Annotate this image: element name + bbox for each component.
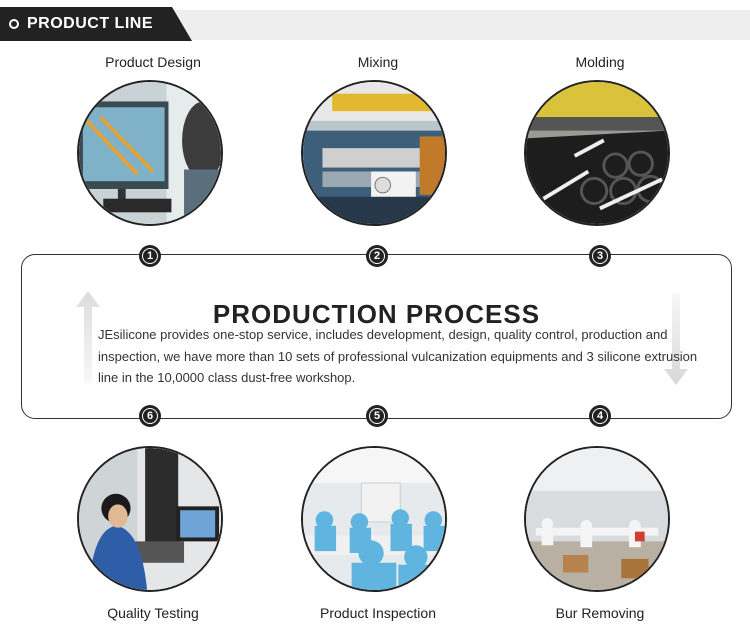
step-badge-1: 1 bbox=[139, 245, 161, 267]
section-header: PRODUCT LINE bbox=[0, 7, 192, 41]
photo-bur-removing bbox=[524, 446, 670, 592]
photo-product-inspection bbox=[301, 446, 447, 592]
step-label-mixing: Mixing bbox=[357, 54, 399, 70]
step-badge-3: 3 bbox=[589, 245, 611, 267]
step-badge-6: 6 bbox=[139, 405, 161, 427]
step-badge-2: 2 bbox=[366, 245, 388, 267]
step-badge-5: 5 bbox=[366, 405, 388, 427]
photo-mixing bbox=[301, 80, 447, 226]
step-label-bur-removing: Bur Removing bbox=[555, 605, 645, 621]
step-badge-4: 4 bbox=[589, 405, 611, 427]
section-title: PRODUCT LINE bbox=[27, 15, 153, 32]
process-title: PRODUCTION PROCESS bbox=[212, 299, 541, 329]
photo-molding bbox=[524, 80, 670, 226]
step-label-molding: Molding bbox=[575, 54, 625, 70]
arrow-down-icon bbox=[664, 293, 688, 385]
production-process-box: PRODUCTION PROCESS JEsilicone provides o… bbox=[21, 254, 732, 419]
photo-product-design bbox=[77, 80, 223, 226]
circle-icon bbox=[9, 19, 19, 29]
step-label-quality-testing: Quality Testing bbox=[107, 605, 199, 621]
process-description: JEsilicone provides one-stop service, in… bbox=[98, 327, 698, 385]
arrow-up-icon bbox=[76, 291, 100, 383]
photo-quality-testing bbox=[77, 446, 223, 592]
step-label-product-design: Product Design bbox=[105, 54, 201, 70]
step-label-product-inspection: Product Inspection bbox=[320, 605, 436, 621]
